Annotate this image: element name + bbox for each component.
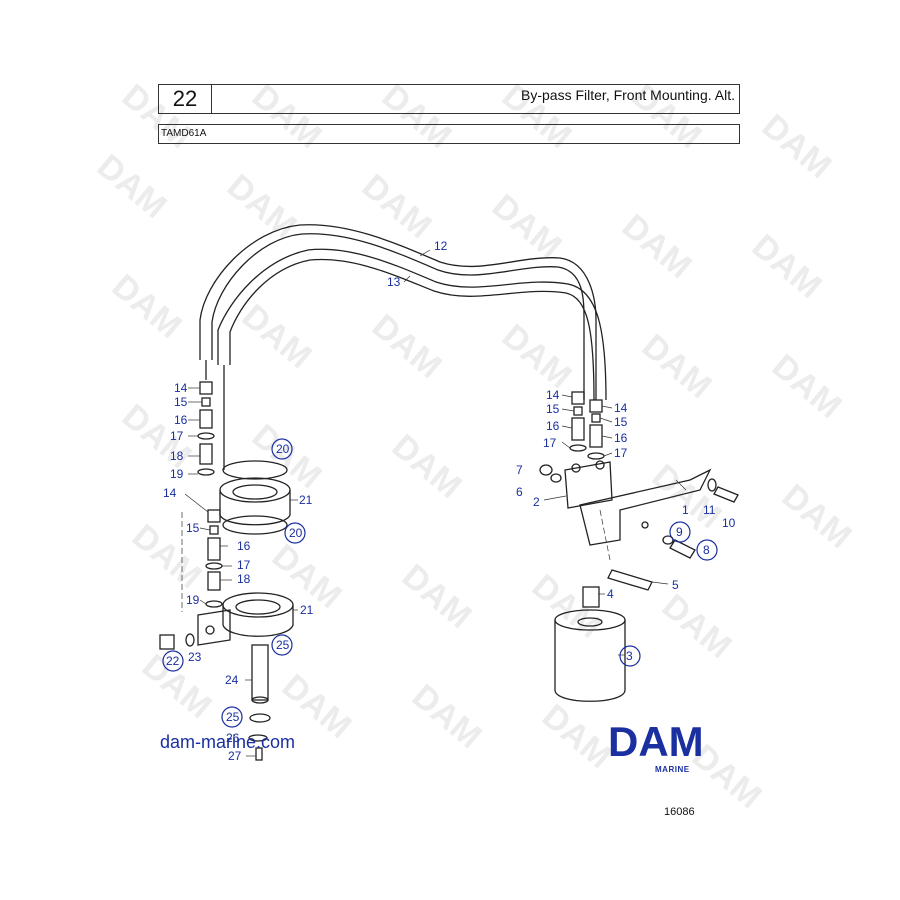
callout-1: 1 (682, 503, 689, 517)
svg-text:DAM: DAM (745, 227, 829, 306)
callout-24: 24 (225, 673, 239, 687)
svg-text:DAM: DAM (405, 677, 489, 756)
page-title: By-pass Filter, Front Mounting. Alt. (521, 87, 735, 103)
svg-text:DAM: DAM (765, 347, 849, 426)
watermark-layer: DAM DAM DAM DAM DAM DAM DAM DAM DAM DAM … (90, 77, 859, 816)
svg-text:DAM: DAM (615, 207, 699, 286)
callout-14: 14 (163, 486, 177, 500)
callout-17: 17 (237, 558, 251, 572)
svg-text:DAM: DAM (535, 697, 619, 776)
callout-5: 5 (672, 578, 679, 592)
callout-19: 19 (170, 467, 184, 481)
logo-subtext: MARINE (655, 765, 690, 774)
upper-filter-housing (219, 460, 291, 535)
callout-15: 15 (546, 402, 560, 416)
callout-2: 2 (533, 495, 540, 509)
drain-parts (248, 644, 271, 761)
callout-17: 17 (614, 446, 628, 460)
svg-text:DAM: DAM (608, 722, 704, 762)
filter-cartridge (554, 609, 626, 702)
svg-text:DAM: DAM (485, 187, 569, 266)
callout-16: 16 (174, 413, 188, 427)
callout-22: 22 (166, 654, 180, 668)
figure-number: 16086 (664, 806, 695, 818)
page-header: 22 By-pass Filter, Front Mounting. Alt. (158, 84, 740, 114)
callout-17: 17 (170, 429, 184, 443)
callout-21: 21 (300, 603, 314, 617)
svg-text:DAM: DAM (220, 167, 304, 246)
leader-lines (184, 249, 687, 757)
callout-20: 20 (276, 442, 290, 456)
callout-11: 11 (703, 503, 716, 517)
right-fitting-stack (539, 391, 739, 608)
callout-25: 25 (226, 710, 240, 724)
hose-assembly (199, 224, 607, 401)
callout-16: 16 (614, 431, 628, 445)
callout-26: 26 (226, 731, 240, 745)
svg-text:DAM: DAM (775, 477, 859, 556)
callout-7: 7 (516, 463, 523, 477)
website-link[interactable]: dam-marine.com (160, 732, 296, 752)
svg-text:DAM: DAM (495, 317, 579, 396)
callout-18: 18 (237, 572, 251, 586)
svg-text:DAM: DAM (105, 267, 189, 346)
svg-text:DAM: DAM (365, 307, 449, 386)
svg-text:DAM: DAM (385, 427, 469, 506)
engine-model: TAMD61A (158, 124, 740, 144)
callout-15: 15 (614, 415, 628, 429)
callout-10: 10 (722, 516, 736, 530)
callout-13: 13 (387, 275, 401, 289)
callout-19: 19 (186, 593, 200, 607)
callout-16: 16 (237, 539, 251, 553)
callout-21: 21 (299, 493, 313, 507)
svg-text:DAM: DAM (635, 327, 719, 406)
svg-text:DAM: DAM (395, 557, 479, 636)
svg-text:DAM: DAM (90, 147, 174, 226)
svg-text:DAM: DAM (235, 297, 319, 376)
svg-text:DAM: DAM (755, 107, 839, 186)
callout-25: 25 (276, 638, 290, 652)
callout-12: 12 (434, 239, 448, 253)
callout-labels: 12 13 14 15 16 17 18 19 20 21 14 15 16 1… (163, 239, 736, 763)
callout-18: 18 (170, 449, 184, 463)
callout-3: 3 (626, 649, 633, 663)
callout-9: 9 (676, 525, 683, 539)
page-number: 22 (159, 85, 212, 113)
lower-filter-housing (159, 512, 294, 650)
callout-8: 8 (703, 543, 710, 557)
callout-6: 6 (516, 485, 523, 499)
callout-14: 14 (546, 388, 560, 402)
callout-15: 15 (174, 395, 188, 409)
callout-14: 14 (614, 401, 628, 415)
callout-15: 15 (186, 521, 200, 535)
callout-16: 16 (546, 419, 560, 433)
callout-20: 20 (289, 526, 303, 540)
dam-logo: DAM (608, 722, 704, 762)
svg-text:DAM: DAM (655, 587, 739, 666)
callout-14: 14 (174, 381, 188, 395)
callout-27: 27 (228, 749, 242, 763)
callout-circles (162, 438, 718, 728)
callout-17: 17 (543, 436, 557, 450)
callout-23: 23 (188, 650, 202, 664)
callout-4: 4 (607, 587, 614, 601)
